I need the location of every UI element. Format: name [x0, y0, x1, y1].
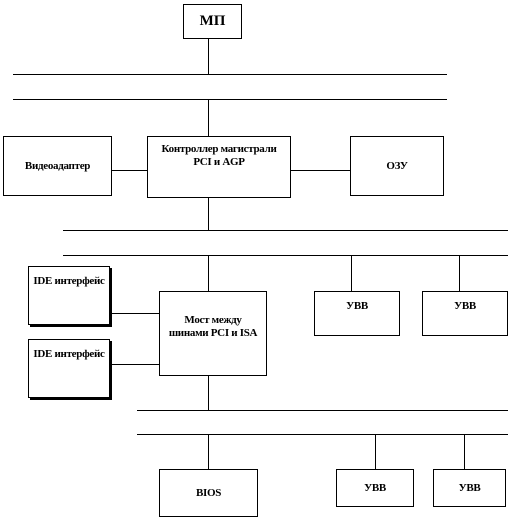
- uvv-pci-label-1: УВВ: [346, 300, 368, 312]
- pci-bus-line-bottom: [63, 255, 508, 256]
- isa-bus-line-top: [137, 410, 508, 411]
- ozu-label: ОЗУ: [386, 159, 408, 172]
- uvv-isa-label-2: УВВ: [458, 481, 481, 494]
- ide-interface-label-2: IDE интерфейс: [33, 348, 105, 360]
- isa-bus-line-bottom: [137, 434, 508, 435]
- controller-block: Контроллер магистрали PCI и AGP: [147, 136, 291, 198]
- bios-block: BIOS: [159, 469, 258, 517]
- ide-interface-block-1: IDE интерфейс: [28, 266, 110, 325]
- mp-block: МП: [183, 4, 242, 39]
- uvv-isa-block-1: УВВ: [336, 469, 414, 507]
- uvv-pci-block-2: УВВ: [422, 291, 508, 336]
- mp-label: МП: [199, 13, 226, 29]
- uvv-isa-label-1: УВВ: [364, 481, 386, 494]
- ide-interface-block-2: IDE интерфейс: [28, 339, 110, 398]
- videoadapter-block: Видеоадаптер: [3, 136, 112, 196]
- system-bus-line-bottom: [13, 99, 447, 100]
- ide-interface-label-1: IDE интерфейс: [33, 275, 105, 287]
- videoadapter-label: Видеоадаптер: [24, 159, 91, 172]
- system-bus-line-top: [13, 74, 447, 75]
- pci-bus-line-top: [63, 230, 508, 231]
- pci-isa-bridge-block: Мост между шинами PCI и ISA: [159, 291, 267, 376]
- pci-isa-bridge-label: Мост между шинами PCI и ISA: [168, 314, 258, 339]
- uvv-pci-block-1: УВВ: [314, 291, 400, 336]
- uvv-isa-block-2: УВВ: [433, 469, 506, 507]
- controller-label: Контроллер магистрали PCI и AGP: [161, 143, 277, 168]
- uvv-pci-label-2: УВВ: [454, 300, 476, 312]
- bios-label: BIOS: [195, 486, 222, 499]
- ozu-block: ОЗУ: [350, 136, 444, 196]
